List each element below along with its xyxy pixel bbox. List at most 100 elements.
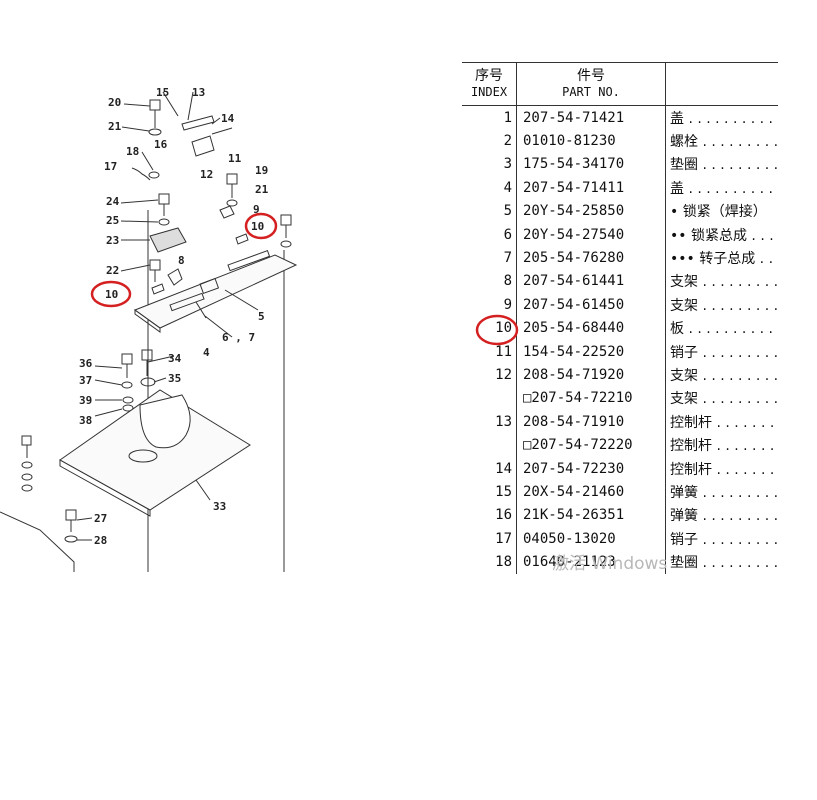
callout-label: 18 [126, 145, 139, 158]
part-number-cell: 20Y-54-25850 [516, 199, 666, 223]
callout-label: 4 [203, 346, 210, 359]
name-header [665, 62, 778, 106]
part-number-cell: 154-54-22520 [516, 339, 666, 364]
part-header-en: PART NO. [562, 85, 620, 99]
callout-label: 21 [108, 120, 122, 133]
callout-label: 5 [258, 310, 265, 323]
callout-label: 16 [154, 138, 168, 151]
index-cell: 8 [503, 273, 512, 290]
part-name-cell: 盖 . . . . . . . . . . . [665, 105, 778, 130]
callout-label: 34 [168, 352, 182, 365]
callout-label: 39 [79, 394, 92, 407]
part-name-cell: 控制杆 . . . . . . . [665, 433, 778, 457]
index-cell: 9 [503, 296, 512, 313]
part-number-cell: 20Y-54-27540 [516, 222, 666, 247]
part-number-cell: 205-54-76280 [516, 246, 666, 270]
index-cell: 3 [503, 156, 512, 173]
part-number-cell: 207-54-71421 [516, 105, 666, 130]
part-number-cell: 207-54-61441 [516, 269, 666, 294]
part-name-cell: 支架 . . . . . . . . . [665, 363, 778, 387]
callout-label: 33 [213, 500, 226, 513]
index-cell: 1 [503, 109, 512, 126]
callout-label: 17 [104, 160, 117, 173]
index-header-cn: 序号 [475, 68, 503, 84]
part-number-cell: □207-54-72220 [516, 433, 666, 457]
callout-label: 27 [94, 512, 107, 525]
index-header-en: INDEX [470, 85, 508, 99]
part-number-cell: 207-54-71411 [516, 176, 666, 200]
part-name-cell: 销子 . . . . . . . . . [665, 527, 778, 551]
index-cell: 13 [495, 413, 512, 430]
callout-label: 12 [200, 168, 213, 181]
index-cell: 16 [495, 507, 512, 524]
part-name-cell: • 锁紧（焊接） [665, 199, 778, 223]
index-cell: 12 [495, 366, 512, 383]
index-header: 序号 INDEX [462, 62, 517, 106]
callout-label: 28 [94, 534, 107, 547]
callout-label: 6 , 7 [222, 331, 255, 344]
part-name-cell: 弹簧 . . . . . . . . . [665, 480, 778, 504]
index-cell [462, 387, 517, 410]
part-name-cell: 销子 . . . . . . . . . [665, 339, 778, 364]
callout-label: 25 [106, 214, 119, 227]
callout-label: 35 [168, 372, 181, 385]
callout-label: 10 [251, 220, 264, 233]
part-number-cell: 01640-21123 [516, 550, 666, 574]
table-header-row: 序号 INDEX 件号 PART NO. [462, 62, 778, 106]
index-cell: 2 [503, 133, 512, 150]
part-name-cell: •• 锁紧总成 . . . [665, 222, 778, 247]
index-cell: 14 [495, 460, 512, 477]
callout-label: 37 [79, 374, 92, 387]
part-name-cell: 板 . . . . . . . . . . . [665, 316, 778, 340]
highlight-circle [244, 212, 278, 240]
index-cell: 5 [503, 203, 512, 220]
part-number-cell: 01010-81230 [516, 129, 666, 153]
index-cell: 15 [495, 483, 512, 500]
highlight-circle [90, 280, 132, 308]
index-cell [462, 433, 517, 456]
callout-label: 11 [228, 152, 242, 165]
part-name-cell: 控制杆 . . . . . . . [665, 456, 778, 481]
part-number-cell: 208-54-71920 [516, 363, 666, 387]
index-cell: 4 [503, 179, 512, 196]
part-name-cell: 支架 . . . . . . . . . [665, 293, 778, 317]
part-name-cell: 垫圈 . . . . . . . . . [665, 152, 778, 177]
part-header-cn: 件号 [577, 68, 605, 84]
callout-label: 13 [192, 86, 205, 99]
part-name-cell: ••• 转子总成 . . [665, 246, 778, 270]
part-name-cell: 支架 . . . . . . . . . [665, 386, 778, 411]
part-number-cell: 20X-54-21460 [516, 480, 666, 504]
index-cell: 17 [495, 530, 512, 547]
part-number-cell: □207-54-72210 [516, 386, 666, 411]
part-number-cell: 208-54-71910 [516, 410, 666, 434]
callout-label: 23 [106, 234, 119, 247]
index-cell: 11 [495, 343, 512, 360]
index-cell: 18 [495, 554, 512, 571]
index-cell: 10 [495, 320, 512, 337]
part-number-cell: 21K-54-26351 [516, 503, 666, 528]
part-number-cell: 04050-13020 [516, 527, 666, 551]
part-number-cell: 207-54-61450 [516, 293, 666, 317]
exploded-parts-diagram: 20 15 13 21 14 16 18 11 17 12 19 21 24 9… [0, 86, 298, 572]
callout-label: 10 [105, 288, 118, 301]
index-cell: 6 [503, 226, 512, 243]
callout-label: 24 [106, 195, 120, 208]
